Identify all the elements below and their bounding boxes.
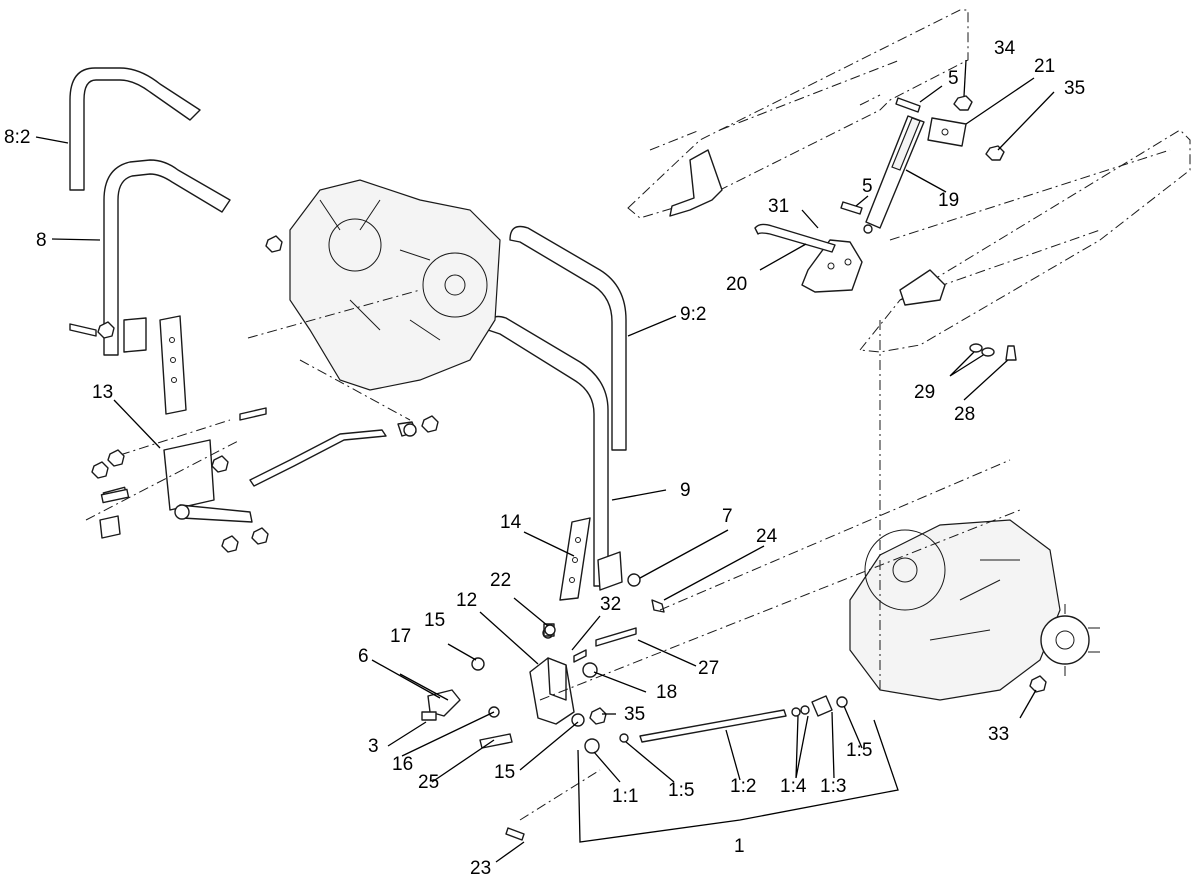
- callout-9: 9: [680, 480, 691, 501]
- hoop-9-2: [509, 225, 627, 451]
- callout-15-upper: 15: [424, 610, 445, 631]
- control-assembly-right: [421, 320, 1021, 841]
- callout-33: 33: [988, 724, 1009, 745]
- callout-1-3: 1:3: [820, 776, 846, 797]
- callout-1-5-right: 1:5: [846, 740, 872, 761]
- callout-14: 14: [500, 512, 522, 533]
- callout-1-4: 1:4: [780, 776, 807, 797]
- callout-31: 31: [768, 196, 789, 217]
- callout-24: 24: [756, 526, 778, 547]
- callout-15-lower: 15: [494, 762, 515, 783]
- callout-1-5-left: 1:5: [668, 780, 694, 801]
- control-assembly-left: [69, 315, 439, 553]
- frame-rails: [627, 9, 1191, 353]
- callout-29: 29: [914, 382, 935, 403]
- shock-absorber-19: [840, 97, 925, 234]
- transmission-right: [849, 519, 1100, 701]
- callout-35-upper: 35: [1064, 78, 1085, 99]
- callout-28: 28: [954, 404, 975, 425]
- leader-lines: [35, 59, 1055, 863]
- callout-12: 12: [456, 590, 477, 611]
- callout-27: 27: [698, 658, 719, 679]
- callout-9-2: 9:2: [680, 304, 706, 325]
- callout-17: 17: [390, 626, 411, 647]
- callout-25: 25: [418, 772, 439, 793]
- callout-3: 3: [368, 736, 379, 757]
- hoop-8: [103, 159, 231, 356]
- callout-5-upper: 5: [948, 68, 959, 89]
- hardware-29-28: [969, 343, 1017, 361]
- callout-1: 1: [734, 836, 745, 857]
- callout-18: 18: [656, 682, 677, 703]
- callout-19: 19: [938, 190, 959, 211]
- callout-21: 21: [1034, 56, 1055, 77]
- callout-35-lower: 35: [624, 704, 645, 725]
- callout-8-2: 8:2: [4, 127, 30, 148]
- callout-22: 22: [490, 570, 511, 591]
- callout-23: 23: [470, 858, 491, 879]
- callout-1-2: 1:2: [730, 776, 756, 797]
- callout-5-lower: 5: [862, 176, 873, 197]
- callout-16: 16: [392, 754, 413, 775]
- callout-6: 6: [358, 646, 369, 667]
- callout-labels: 8:2 8 13 9:2 9 14 7 24 22 32 12 15 17 6 …: [4, 38, 1085, 879]
- callout-34: 34: [994, 38, 1016, 59]
- callout-7: 7: [722, 506, 733, 527]
- bracket-21: [927, 95, 1005, 161]
- callout-20: 20: [726, 274, 747, 295]
- callout-13: 13: [92, 382, 113, 403]
- callout-1-1: 1:1: [612, 786, 638, 807]
- hoop-9: [487, 315, 623, 591]
- hoop-8-2: [69, 67, 201, 191]
- transmission-left: [247, 179, 501, 421]
- callout-8: 8: [36, 230, 47, 251]
- callout-32: 32: [600, 594, 621, 615]
